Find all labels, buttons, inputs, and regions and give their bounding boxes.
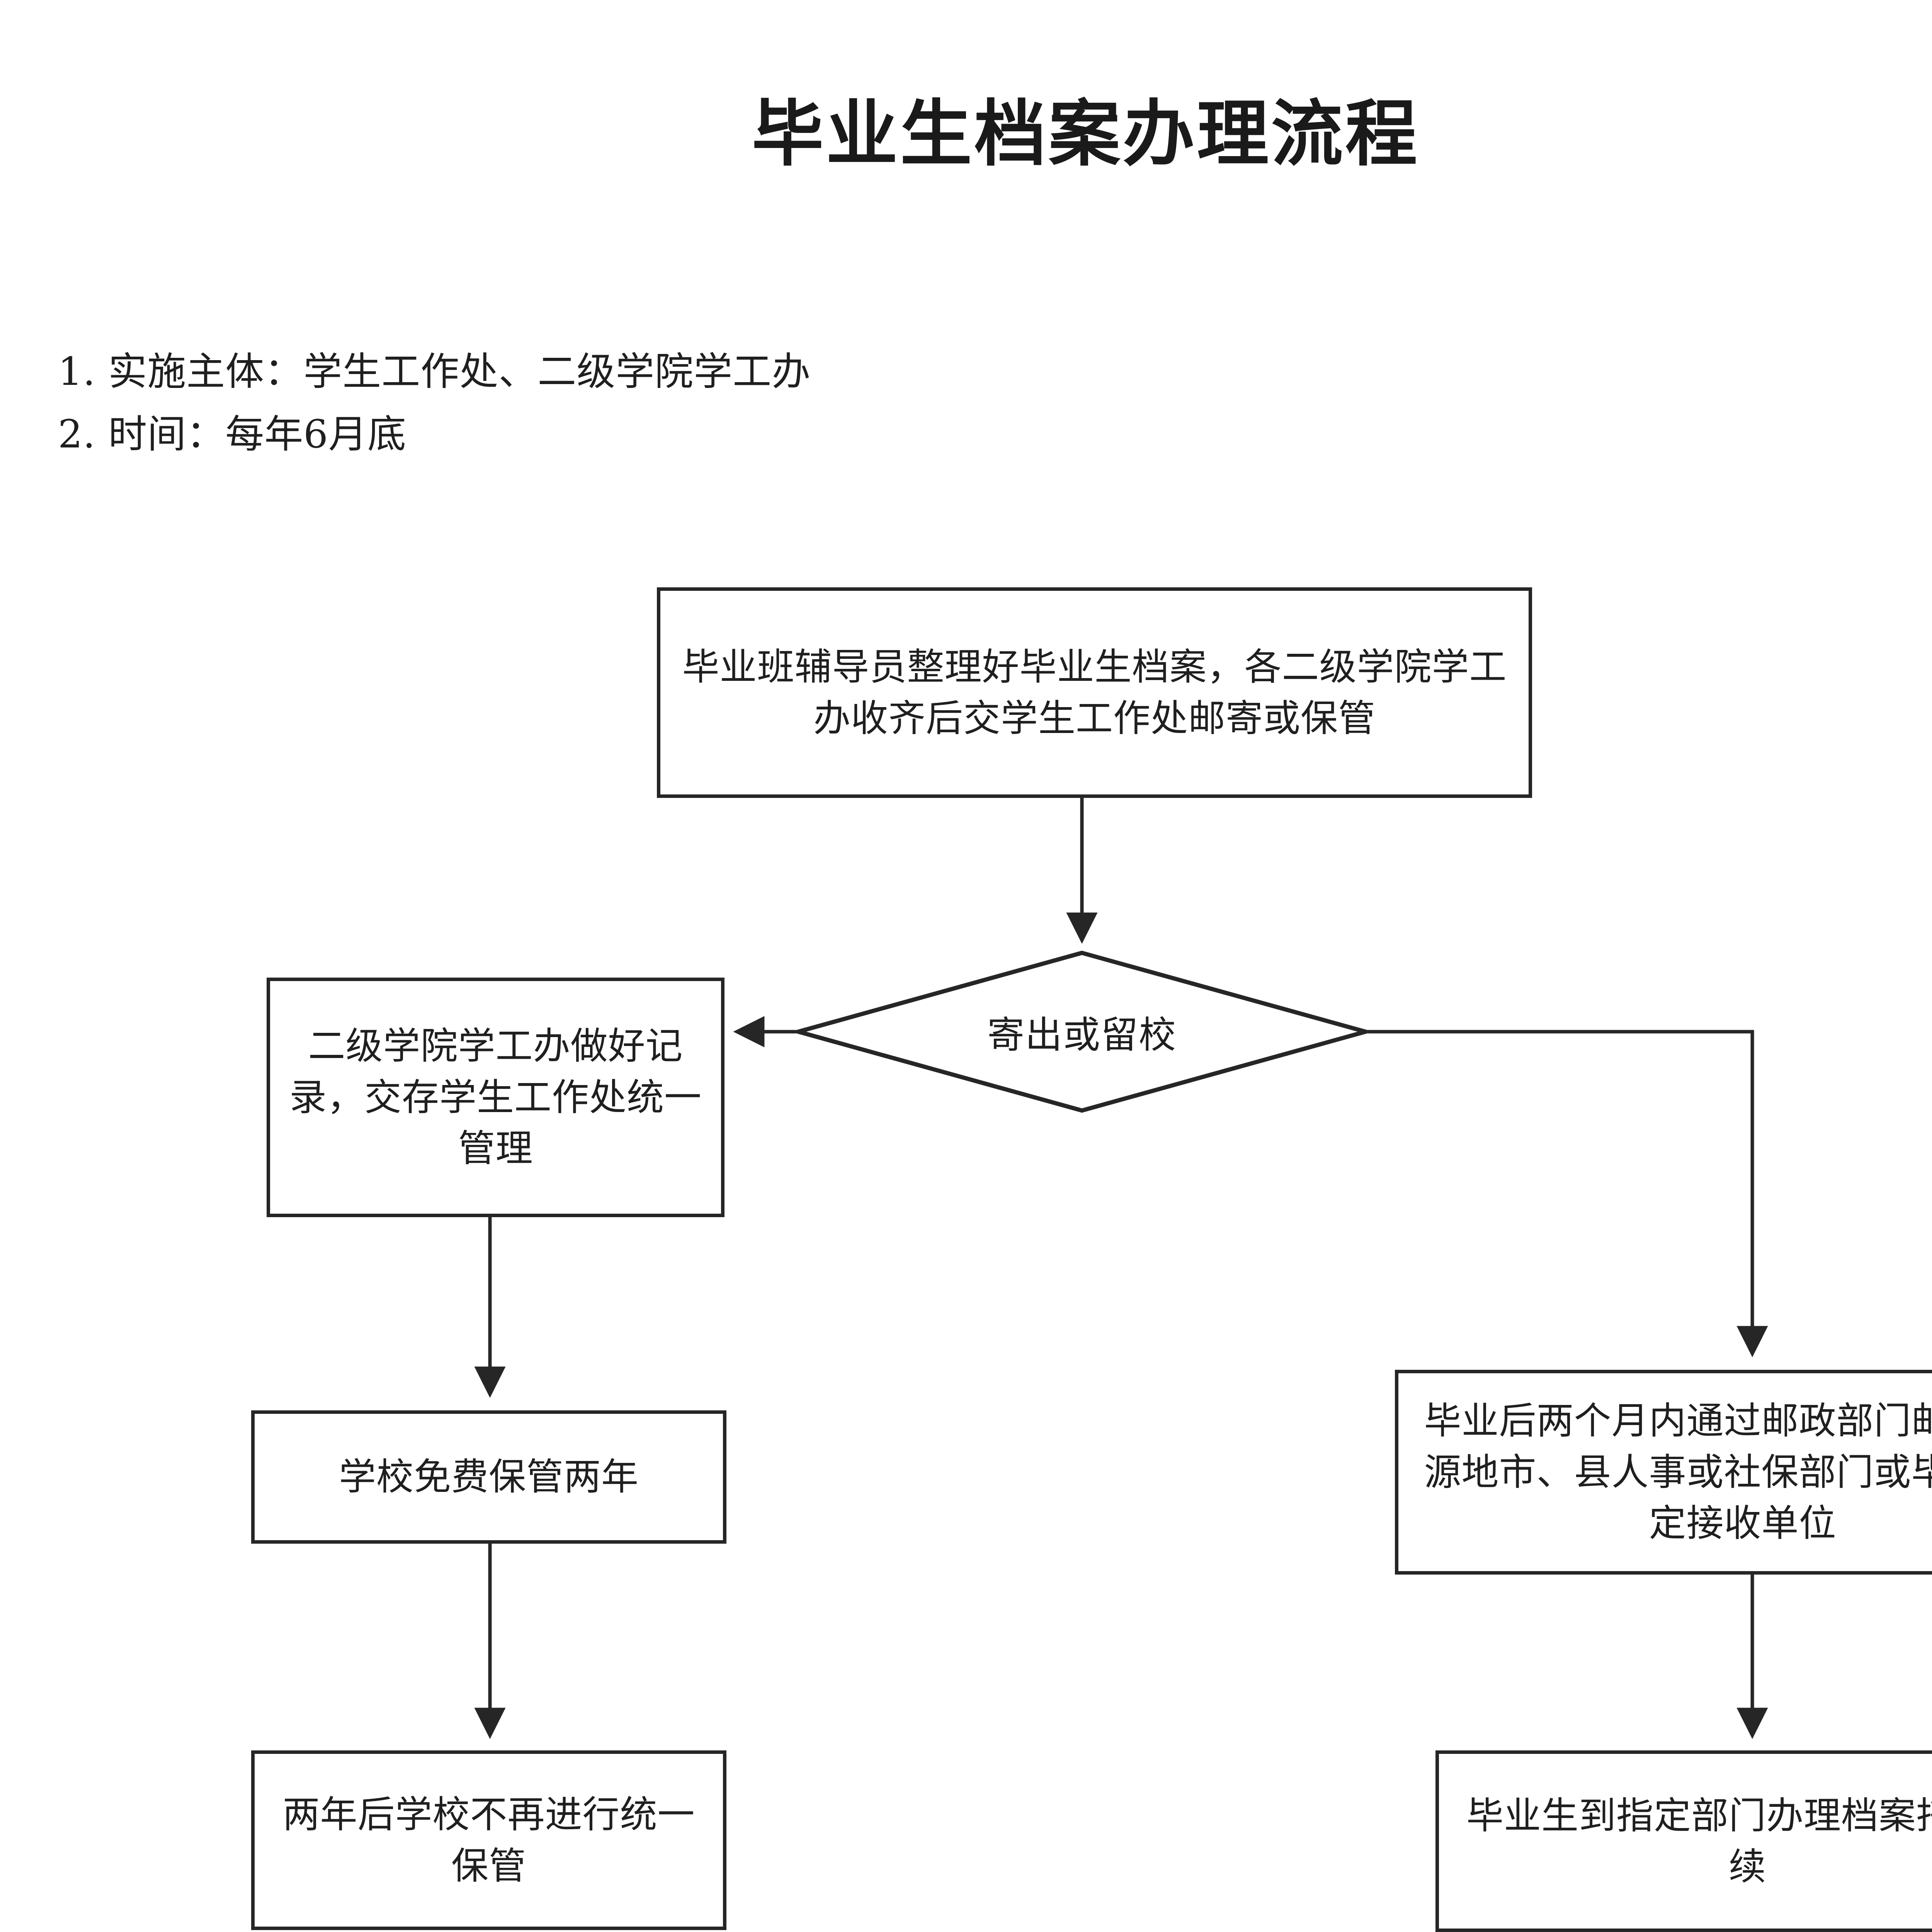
edge-decision-to-mail	[1368, 1030, 1768, 1357]
flow-node-decision-label: 寄出或留校	[987, 1013, 1177, 1057]
flow-node-collect-archives[interactable]: 毕业班辅导员整理好毕业生档案，各二级学院学工办收齐后交学生工作处邮寄或保管	[657, 587, 1532, 798]
flow-node-mail-to-hometown-label: 毕业后两个月内通过邮政部门邮寄回生源地市、县人事或社保部门或毕业生制定接收单位	[1424, 1399, 1932, 1545]
flow-node-college-record-label: 二级学院学工办做好记录，交存学生工作处统一管理	[289, 1024, 702, 1170]
flow-node-custody-procedure-label: 毕业生到指定部门办理档案托管手续	[1466, 1794, 1932, 1888]
page-title: 毕业生档案办理流程	[752, 92, 1420, 176]
flow-node-no-storage-after-two-years[interactable]: 两年后学校不再进行统一保管	[251, 1750, 726, 1930]
flow-node-mail-to-hometown[interactable]: 毕业后两个月内通过邮政部门邮寄回生源地市、县人事或社保部门或毕业生制定接收单位	[1395, 1370, 1932, 1575]
flow-node-free-storage-two-years-label: 学校免费保管两年	[339, 1455, 639, 1499]
flow-node-college-record[interactable]: 二级学院学工办做好记录，交存学生工作处统一管理	[267, 978, 724, 1217]
flow-node-decision-send-or-keep[interactable]: 寄出或留校	[796, 951, 1368, 1113]
flow-node-custody-procedure[interactable]: 毕业生到指定部门办理档案托管手续	[1435, 1750, 1932, 1932]
diamond-shape-icon	[796, 951, 1368, 1113]
note-implementing-body: 1. 实施主体：学生工作处、二级学院学工办	[58, 349, 811, 394]
flow-node-free-storage-two-years[interactable]: 学校免费保管两年	[251, 1410, 726, 1544]
flow-node-collect-archives-label: 毕业班辅导员整理好毕业生档案，各二级学院学工办收齐后交学生工作处邮寄或保管	[682, 645, 1507, 740]
flow-node-no-storage-after-two-years-label: 两年后学校不再进行统一保管	[282, 1793, 695, 1888]
note-timing: 2. 时间：每年6月底	[58, 412, 406, 457]
